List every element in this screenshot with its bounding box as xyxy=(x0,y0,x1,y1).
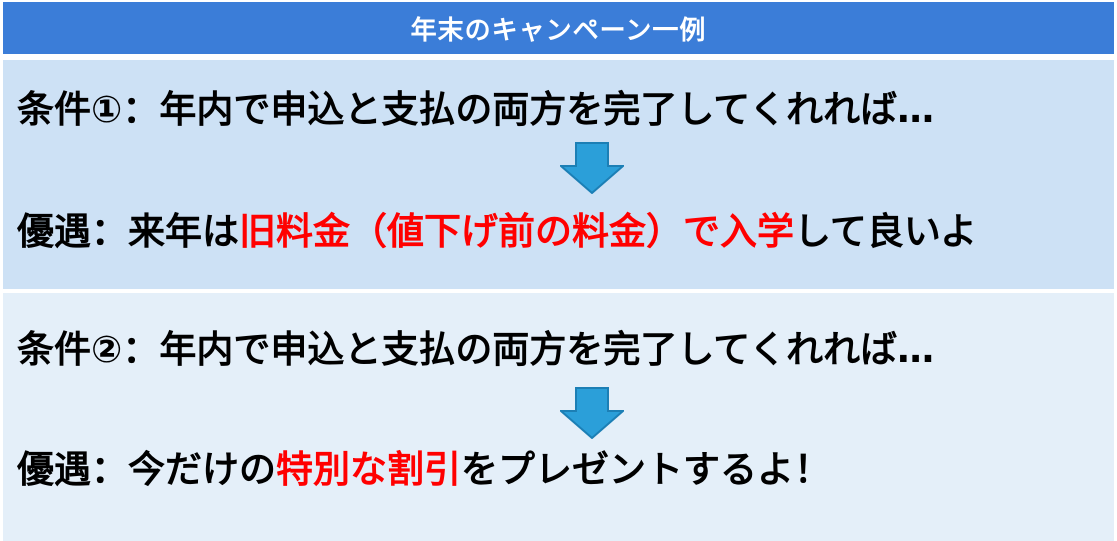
benefit-2-highlight: 特別な割引 xyxy=(276,448,461,491)
arrow-down-icon xyxy=(560,387,624,439)
benefit-2-suffix: をプレゼントするよ！ xyxy=(461,448,831,491)
benefit-2-text: 優遇：今だけの特別な割引をプレゼントするよ！ xyxy=(17,448,831,492)
benefit-1-text: 優遇：来年は旧料金（値下げ前の料金）で入学して良いよ xyxy=(17,210,977,254)
benefit-1-highlight: 旧料金（値下げ前の料金）で入学 xyxy=(239,210,794,253)
benefit-2-prefix: 優遇：今だけの xyxy=(17,448,276,491)
condition-2-text: 条件②：年内で申込と支払の両方を完了してくれれば… xyxy=(17,328,935,371)
benefit-1-suffix: して良いよ xyxy=(794,210,978,253)
panel-condition-2: 条件②：年内で申込と支払の両方を完了してくれれば… 優遇：今だけの特別な割引をプ… xyxy=(3,293,1114,541)
header-title: 年末のキャンペーン一例 xyxy=(3,2,1114,54)
panel-condition-1: 条件①：年内で申込と支払の両方を完了してくれれば… 優遇：来年は旧料金（値下げ前… xyxy=(3,60,1114,289)
benefit-1-prefix: 優遇：来年は xyxy=(17,210,239,253)
condition-1-text: 条件①：年内で申込と支払の両方を完了してくれれば… xyxy=(17,88,935,131)
arrow-down-icon xyxy=(560,142,624,194)
